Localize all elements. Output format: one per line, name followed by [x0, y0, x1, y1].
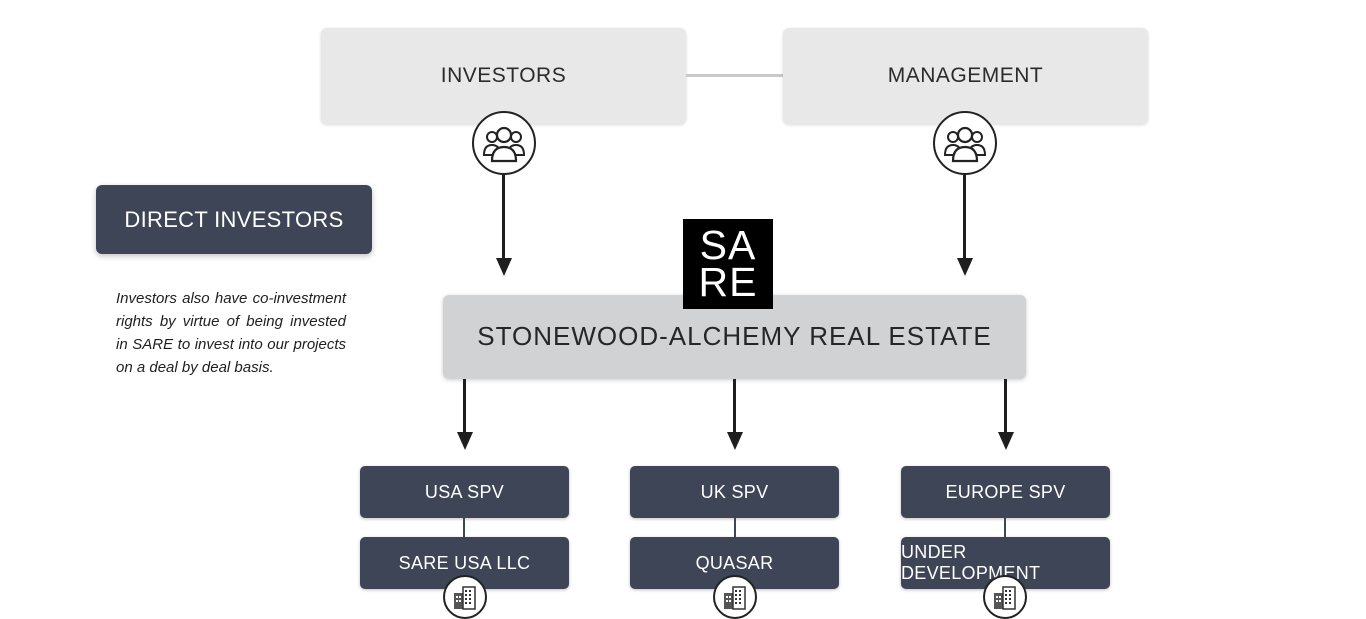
uk-entity-box: QUASAR [630, 537, 839, 589]
management-people-icon [933, 111, 997, 175]
sare-logo-line2: RE [698, 259, 758, 305]
europe-building-icon [983, 575, 1027, 619]
europe-spv-label: EUROPE SPV [945, 481, 1066, 502]
usa-entity-label: SARE USA LLC [398, 552, 531, 573]
management-arrow-head [957, 258, 973, 276]
investors-management-connector [686, 74, 783, 77]
uk-spv-label: UK SPV [700, 481, 769, 502]
usa-entity-box: SARE USA LLC [360, 537, 569, 589]
management-arrow-line [963, 175, 966, 260]
sare-logo: SA RE [683, 219, 773, 309]
usa-arrow-line [463, 379, 466, 433]
direct-investors-description: Investors also have co-investment rights… [116, 290, 346, 376]
investors-arrow-line [502, 175, 505, 260]
uk-entity-label: QUASAR [695, 552, 774, 573]
stonewood-alchemy-label: STONEWOOD-ALCHEMY REAL ESTATE [477, 320, 992, 351]
europe-arrow-line [1004, 379, 1007, 433]
usa-spv-label: USA SPV [424, 481, 505, 502]
uk-connector [734, 518, 736, 537]
usa-arrow-head [457, 432, 473, 450]
investors-box: INVESTORS [321, 28, 686, 124]
usa-spv-box: USA SPV [360, 466, 569, 518]
sare-logo-line1: SA [699, 222, 757, 268]
investors-people-icon [472, 111, 536, 175]
direct-investors-box: DIRECT INVESTORS [96, 185, 372, 254]
usa-building-icon [443, 575, 487, 619]
uk-arrow-head [727, 432, 743, 450]
uk-building-icon [713, 575, 757, 619]
direct-investors-title: DIRECT INVESTORS [124, 206, 344, 232]
usa-connector [463, 518, 465, 537]
investors-label: INVESTORS [440, 64, 567, 87]
europe-spv-box: EUROPE SPV [901, 466, 1110, 518]
europe-arrow-head [998, 432, 1014, 450]
investors-arrow-head [496, 258, 512, 276]
stonewood-alchemy-box: STONEWOOD-ALCHEMY REAL ESTATE [443, 295, 1026, 379]
uk-arrow-line [733, 379, 736, 433]
management-label: MANAGEMENT [887, 64, 1044, 87]
management-box: MANAGEMENT [783, 28, 1148, 124]
europe-connector [1004, 518, 1006, 537]
uk-spv-box: UK SPV [630, 466, 839, 518]
